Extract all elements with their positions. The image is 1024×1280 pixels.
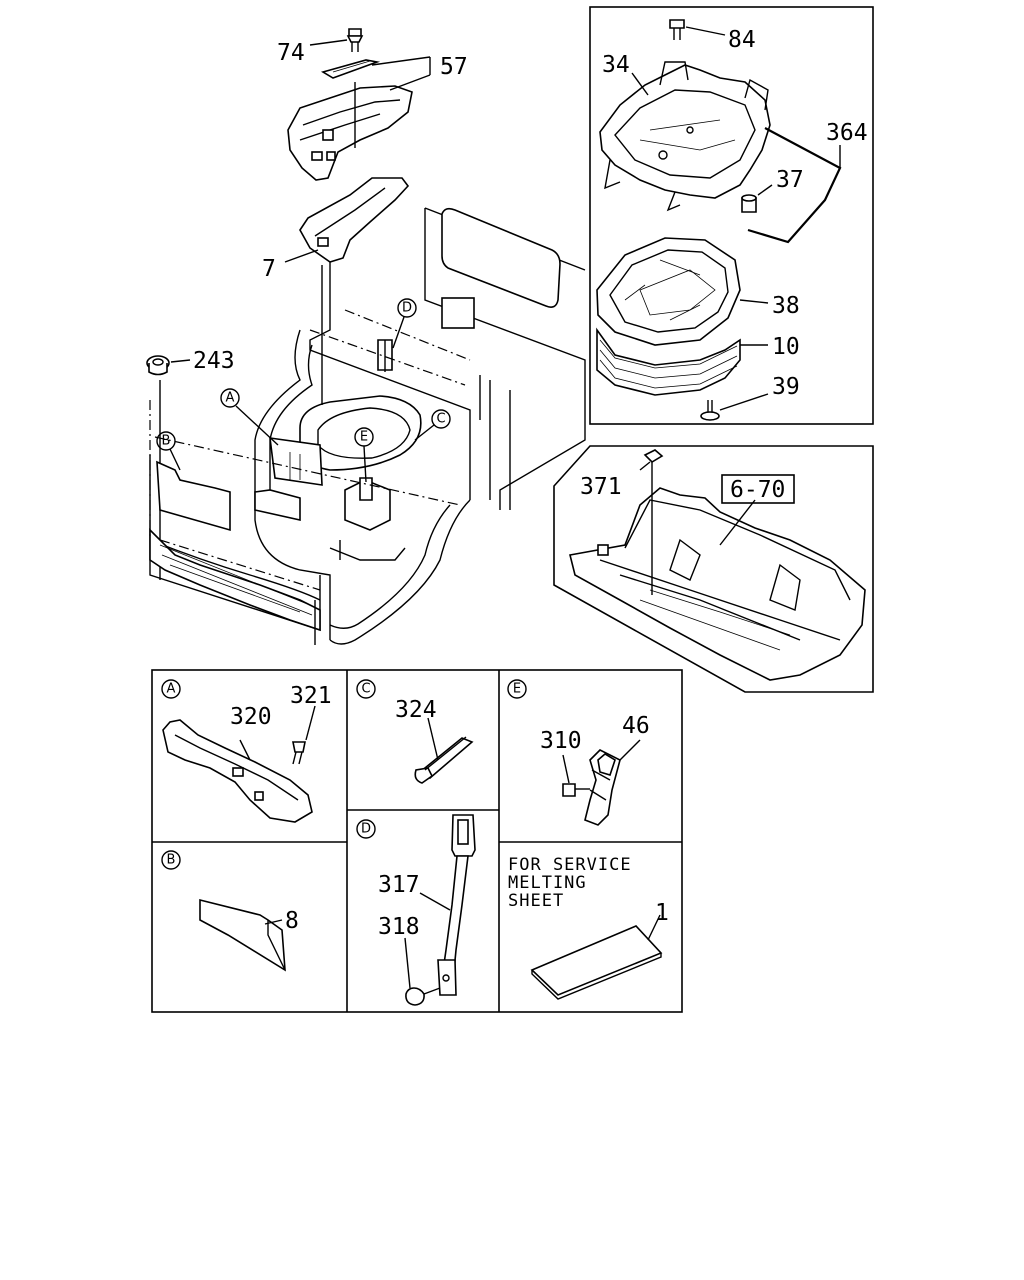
detail-c: C [356,679,474,784]
grommet-243 [146,355,191,376]
svg-text:C: C [361,682,370,697]
floor-panel-detail-box [553,445,874,693]
rod-364 [747,127,842,244]
svg-text:A: A [167,682,176,697]
svg-text:E: E [513,682,521,697]
battery-38 [596,237,769,346]
svg-text:B: B [162,434,171,449]
callout-6-70: 6-70 [730,477,785,503]
detail-d: D [356,814,476,1006]
callout-324: 324 [395,697,437,723]
callout-310: 310 [540,728,582,754]
floor-panel-6-70 [569,487,866,681]
marker-c-main: C [414,409,451,441]
callout-243: 243 [193,348,235,374]
detail-e: E [507,679,641,826]
callout-39: 39 [772,374,800,400]
plate-7 [284,177,410,263]
detail-grid [151,669,683,1013]
detail-melting-sheet: FOR SERVICE MELTING SHEET [508,855,663,1000]
service-note-line3: SHEET [508,891,564,911]
callout-37: 37 [776,167,804,193]
bolt-84 [669,19,726,40]
clip-371 [639,449,664,595]
tray-cover-34 [599,61,771,212]
callout-74: 74 [277,40,305,66]
callout-1: 1 [655,900,669,926]
reference-box-6-70 [721,474,795,504]
svg-text:D: D [402,301,412,316]
nut-37 [741,184,773,213]
service-note-line1: FOR SERVICE [508,855,632,875]
svg-text:E: E [360,430,368,445]
battery-case-10 [596,327,768,396]
marker-e-main: E [354,427,374,483]
marker-a-main: A [220,388,279,446]
callout-8: 8 [285,908,299,934]
callout-321: 321 [290,683,332,709]
bolt-74 [309,28,364,52]
callout-46: 46 [622,713,650,739]
marker-b-main: B [156,431,181,471]
bolt-39 [700,393,769,421]
marker-d-main: D [392,298,417,349]
callout-364: 364 [826,120,868,146]
service-note-line2: MELTING [508,873,587,893]
main-floor-assembly [149,207,586,645]
callout-7: 7 [262,256,276,282]
detail-b: B [161,850,286,972]
detail-a: A [161,679,316,823]
svg-text:B: B [167,853,176,868]
callout-371: 371 [580,474,622,500]
svg-text:A: A [226,391,235,406]
battery-tray-detail-box [589,6,874,425]
svg-text:D: D [361,822,371,837]
callout-10: 10 [772,334,800,360]
callout-320: 320 [230,704,272,730]
callout-318: 318 [378,914,420,940]
callout-317: 317 [378,872,420,898]
callout-84: 84 [728,27,756,53]
callout-34: 34 [602,52,630,78]
svg-text:C: C [436,412,445,427]
bracket-57 [287,56,431,181]
callout-57: 57 [440,54,468,80]
callout-38: 38 [772,293,800,319]
